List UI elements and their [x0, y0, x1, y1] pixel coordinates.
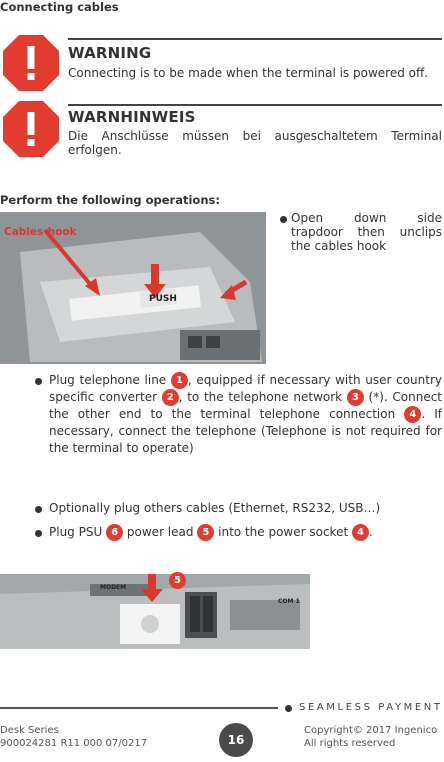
warning-icon	[2, 100, 60, 162]
step-text-part: Plug PSU	[49, 525, 103, 539]
callout-badge-4: 4	[404, 406, 422, 423]
footer-dot	[285, 705, 292, 712]
callout-badge-5: 5	[169, 572, 186, 589]
warnhinweis-text: Die Anschlüsse müssen bei ausgeschaltete…	[68, 129, 442, 157]
callout-badge-5: 5	[197, 524, 215, 541]
com1-label: COM 1	[278, 598, 300, 605]
step-optional-cables: Optionally plug others cables (Ethernet,…	[49, 501, 381, 515]
callout-badge-4: 4	[352, 524, 369, 541]
section-title: Connecting cables	[0, 0, 119, 14]
callout-badge-3: 3	[346, 389, 364, 406]
step-plug-psu: Plug PSU 6 power lead 5 into the power s…	[49, 524, 442, 541]
step-text-part: , to the telephone network	[178, 390, 343, 404]
step-text-part: (*). Connect the other end to the termin…	[49, 390, 443, 421]
warning-icon	[2, 34, 60, 96]
footer-rights: All rights reserved	[304, 738, 396, 749]
footer-doc-code: 900024281 R11 000 07/0217	[0, 738, 148, 749]
warning-rule	[68, 38, 442, 40]
page-number: 16	[219, 723, 253, 757]
cables-hook-photo	[0, 212, 266, 364]
power-socket-photo	[0, 574, 310, 649]
warnhinweis-rule	[68, 104, 442, 106]
step-text-part: . If necessary, connect the telephone (T…	[49, 407, 442, 455]
bullet	[35, 378, 42, 385]
footer-rule	[0, 707, 278, 709]
callout-badge-2: 2	[161, 389, 179, 406]
step-text-part: .	[369, 525, 373, 539]
step-text-part: into the power socket	[218, 525, 349, 539]
callout-badge-6: 6	[106, 524, 124, 541]
footer-brand: SEAMLESS PAYMENT	[299, 702, 443, 713]
operations-title: Perform the following operations:	[0, 193, 220, 207]
modem-label: MODEM	[100, 584, 127, 591]
bullet	[35, 530, 42, 537]
step-text-part: Plug telephone line	[49, 373, 167, 387]
push-label: PUSH	[149, 294, 177, 304]
bullet	[35, 506, 42, 513]
warning-title: WARNING	[68, 44, 152, 62]
step-open-trapdoor: Open down side trapdoor then unclips the…	[291, 211, 442, 253]
cables-hook-label: Cables-hook	[4, 226, 77, 238]
footer-copyright: Copyright© 2017 Ingenico	[304, 725, 438, 736]
bullet	[280, 216, 287, 223]
warning-text: Connecting is to be made when the termin…	[68, 66, 429, 80]
step-text-part: , equipped if necessary with user countr…	[49, 373, 442, 404]
step-text-part: power lead	[126, 525, 194, 539]
callout-badge-1: 1	[170, 372, 188, 389]
step-plug-telephone: Plug telephone line 1, equipped if neces…	[49, 372, 442, 457]
warnhinweis-title: WARNHINWEIS	[68, 108, 196, 126]
footer-series: Desk Series	[0, 725, 59, 736]
